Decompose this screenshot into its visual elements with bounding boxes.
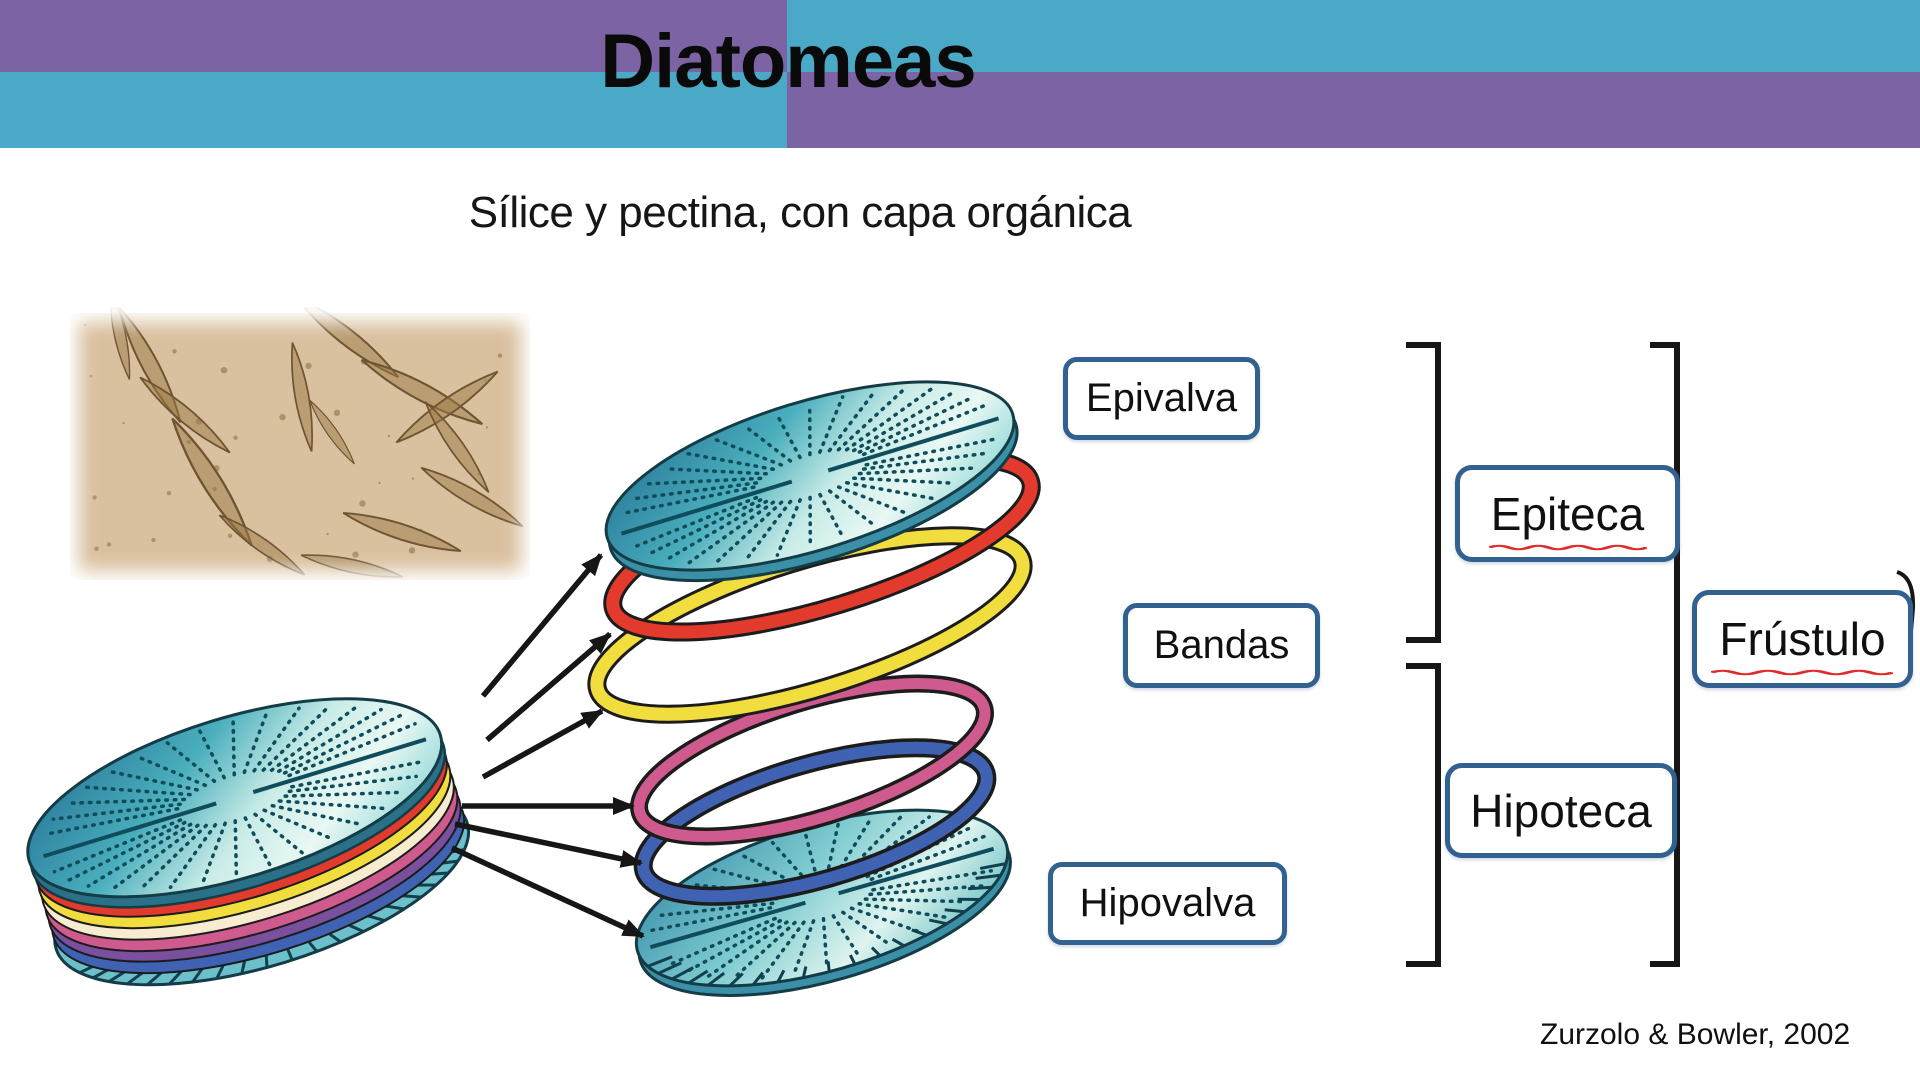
- header-block-top-left: [0, 0, 787, 72]
- diatom-cell: [361, 358, 483, 426]
- label-epiteca: Epiteca: [1490, 487, 1645, 540]
- diatom-cell: [342, 511, 462, 553]
- label-box-epivalva: Epivalva: [1063, 357, 1260, 440]
- citation: Zurzolo & Bowler, 2002: [1540, 1018, 1851, 1051]
- diatom-cell: [395, 370, 499, 444]
- arrow-to-red-band: [485, 631, 612, 743]
- diatom-cell: [291, 342, 313, 452]
- label-box-hipovalva: Hipovalva: [1048, 862, 1287, 945]
- label-hipoteca: Hipoteca: [1470, 784, 1652, 837]
- label-box-hipoteca: Hipoteca: [1445, 763, 1677, 858]
- header-block-bottom-right: [787, 72, 1920, 148]
- label-box-bandas: Bandas: [1123, 603, 1320, 688]
- diatom-cells: [83, 307, 524, 578]
- epivalve-face: [26, 697, 444, 899]
- label-epivalva: Epivalva: [1085, 376, 1238, 420]
- label-box-frustulo: Frústulo: [1692, 590, 1913, 688]
- hipoteca-bracket: [1406, 663, 1441, 967]
- subtitle: Sílice y pectina, con capa orgánica: [468, 188, 1132, 237]
- spellcheck-squiggle-icon: [1711, 669, 1894, 676]
- frustulo-bracket: [1650, 342, 1680, 967]
- grouping-brackets: [1406, 342, 1916, 967]
- label-bandas: Bandas: [1153, 623, 1290, 667]
- epiteca-bracket: [1406, 342, 1441, 643]
- diatom-cell: [424, 401, 490, 493]
- arrow-to-epivalve: [480, 553, 604, 698]
- right-edge-bracket-fragment: [1896, 570, 1916, 655]
- micrograph-photo: [49, 292, 551, 601]
- intact-diatom: [26, 697, 471, 987]
- arrow-to-blue-band: [454, 821, 643, 868]
- arrow-to-hypovalve: [450, 845, 645, 939]
- exploded-frustule: [587, 380, 1041, 998]
- diatom-cell: [309, 399, 355, 465]
- exploded-epivalve: [604, 380, 1019, 583]
- label-frustulo: Frústulo: [1719, 613, 1886, 665]
- label-box-epiteca: Epiteca: [1455, 465, 1680, 562]
- header-block-top-right: [787, 0, 1920, 72]
- exploded-view-arrows: [450, 553, 645, 939]
- photo-feathered-edge: [49, 292, 551, 601]
- exploded-band-blue: [633, 738, 997, 906]
- epivalve-striae: [42, 704, 427, 892]
- header-block-bottom-left: [0, 72, 787, 148]
- diatom-cell: [139, 376, 231, 454]
- arrow-to-yellow-band: [481, 708, 604, 780]
- page-title: Diatomeas: [600, 19, 976, 104]
- spellcheck-squiggle-icon: [1488, 544, 1647, 550]
- label-hipovalva: Hipovalva: [1079, 881, 1256, 925]
